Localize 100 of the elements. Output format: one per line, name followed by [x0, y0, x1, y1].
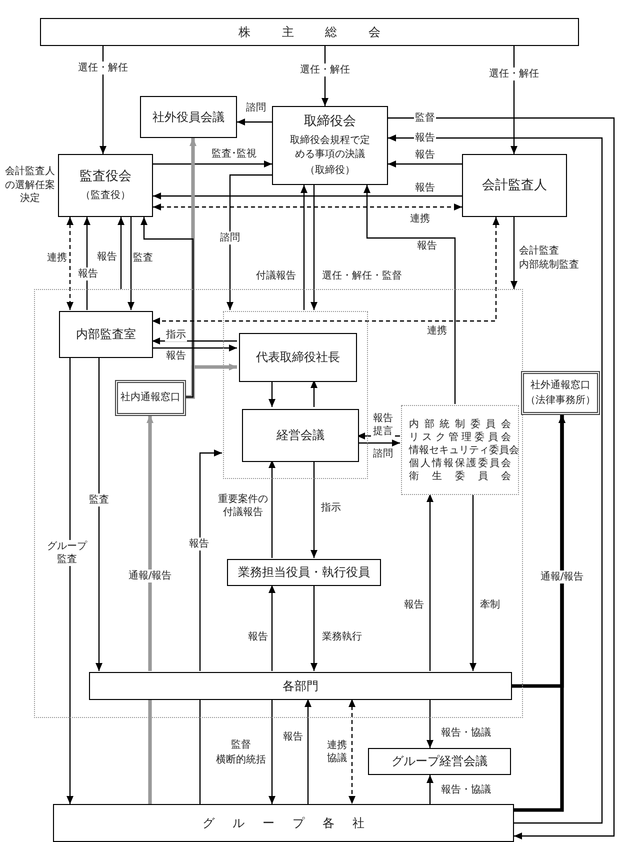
arrow: [153, 192, 462, 200]
box-title: 会計監査人: [482, 176, 547, 194]
arrow: [514, 415, 566, 812]
dashed-arrow: [152, 217, 500, 324]
meeting-banner: [40, 18, 579, 46]
committee-name: 個人情報保護委員会: [408, 456, 512, 470]
arrow: [364, 185, 456, 404]
edge-label: 報告: [247, 630, 269, 644]
box-title: 各部門: [282, 678, 318, 694]
box-title: グループ経営会議: [392, 753, 488, 770]
edge-label: 報告・協議: [440, 784, 492, 796]
arrow: [153, 160, 272, 168]
edge-label: 諮問: [245, 102, 267, 114]
edge-label: 報告: [77, 268, 99, 280]
box-title: 監査役会: [80, 168, 132, 186]
arrow: [146, 415, 154, 671]
edge-label: 会計監査: [518, 244, 560, 258]
arrow: [304, 699, 312, 804]
edge-label: 報告: [282, 730, 304, 744]
box-title: 取締役会: [304, 113, 356, 132]
edge-label: 指示: [320, 502, 342, 514]
committee-list-box: [401, 405, 519, 495]
box-title: 内部監査室: [76, 326, 136, 343]
edge-label: 報告: [416, 240, 438, 252]
edge-label: 選任・解任: [488, 68, 540, 80]
arrow: [310, 185, 318, 310]
arrow: [237, 118, 272, 126]
edge-label: 監査: [132, 252, 154, 264]
arrow: [128, 217, 134, 310]
edge-label: 報告: [403, 598, 425, 612]
box-title: 代表取締役社長: [256, 349, 340, 366]
box-title: 経営会議: [276, 427, 324, 444]
arrow: [300, 185, 308, 310]
edge-label: 指示: [165, 328, 187, 342]
edge-label: 連携: [426, 324, 448, 338]
annotation-label: 内部統制監査: [518, 258, 580, 272]
box-subtitle: 取締役会規程で定める事項の決議: [290, 134, 370, 162]
department-bar: [89, 672, 512, 700]
arrow: [310, 585, 318, 671]
edge-label: 報告: [414, 182, 436, 194]
arrow: [510, 217, 518, 289]
edge-label: 業務執行: [321, 630, 363, 644]
edge-label: 監査: [88, 494, 110, 506]
box-title: 社内通報窓口: [120, 391, 180, 405]
arrow: [226, 174, 272, 310]
hotline-box: [521, 371, 600, 415]
arrow: [268, 380, 276, 407]
arrow: [66, 357, 74, 804]
edge-label: 重要案件の付議報告: [215, 493, 271, 519]
arrow: [199, 450, 222, 671]
arrow: [96, 357, 102, 671]
committee-name: リスク管理委員会: [408, 430, 512, 444]
edge-label: 報告: [414, 132, 436, 144]
arrow: [84, 217, 90, 310]
box-subtitle: （法律事務所）: [526, 394, 596, 407]
group-companies-bar: [53, 804, 514, 842]
arrow: [388, 160, 462, 168]
edge-label: 通報/報告: [127, 570, 173, 582]
arrow: [310, 460, 318, 558]
meeting-box: [242, 409, 359, 462]
arrow: [185, 364, 237, 399]
edge-label: 報告: [414, 148, 436, 162]
box-title: 株主総会: [238, 24, 412, 40]
meeting-box: [368, 748, 511, 775]
edge-label: 報告: [165, 350, 187, 362]
edge-label: 通報/報告: [539, 570, 585, 584]
side-note: 会計監査人の選解任案決定: [4, 165, 56, 206]
arrow: [268, 699, 276, 804]
edge-label: 監督: [414, 112, 436, 124]
box-subtitle: （取締役）: [305, 164, 355, 178]
edge-label: 選任・解任: [299, 64, 351, 76]
committee-box: [140, 96, 237, 138]
arrow: [310, 380, 318, 407]
arrow: [100, 46, 106, 154]
dotted-region: [223, 311, 368, 479]
box-subtitle: （監査役）: [80, 189, 130, 203]
dashed-arrow: [66, 217, 74, 310]
arrow: [426, 775, 434, 804]
box-title: 社外役員会議: [152, 108, 224, 126]
committee-name: 内部統制委員会: [408, 418, 512, 430]
box-title: 社外通報窓口: [530, 379, 590, 392]
executive-box: [227, 559, 381, 586]
edge-label: 監督: [230, 738, 252, 752]
dashed-arrow: [348, 699, 356, 804]
arrow: [510, 46, 518, 154]
edge-label: 報告: [188, 538, 210, 550]
box-title: 業務担当役員・執行役員: [238, 564, 370, 581]
edge-label: 連携: [46, 252, 68, 264]
edge-label: 報告・協議: [440, 726, 492, 740]
edge-label: 報告: [96, 250, 118, 264]
arrow: [140, 217, 194, 398]
committee-name: 情報セキュリティ委員会: [408, 444, 518, 456]
arrow: [152, 338, 237, 344]
edge-label: 諮問: [372, 448, 394, 460]
edge-label: 選任・解任・監督: [321, 270, 403, 282]
arrow: [268, 460, 276, 558]
arrow: [426, 699, 434, 748]
edge-label: 報告提言: [371, 412, 395, 438]
auditor-box: [462, 154, 567, 217]
dashed-arrow: [153, 204, 462, 210]
